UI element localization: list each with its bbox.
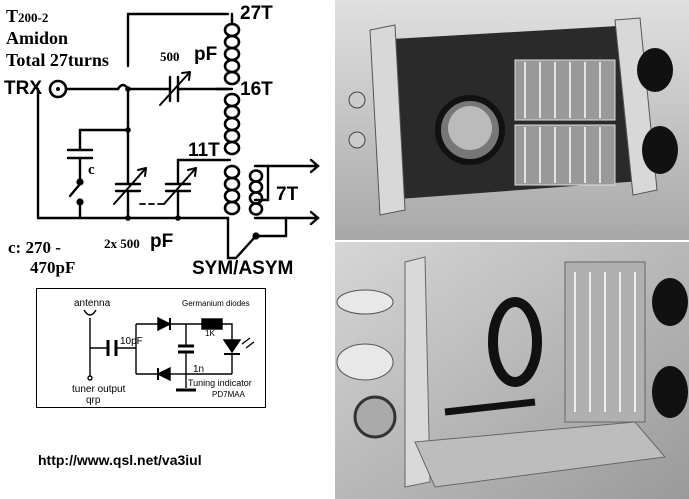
c-value-label-2: 470pF (30, 258, 76, 277)
core-type-label: T200-2 (6, 6, 49, 26)
tap-16t-label: 16T (240, 79, 273, 100)
cap-10pf-label: 10pF (120, 336, 143, 347)
cap-1n-label: 1n (193, 364, 205, 375)
indicator-schematic (83, 309, 255, 392)
tuner-top-view-photo-icon (335, 0, 689, 240)
core-type-subscript: 200-2 (18, 10, 49, 25)
cap-pf-bottom-label: pF (150, 231, 174, 252)
cap-pf-top-label: pF (194, 44, 218, 65)
cap-500-label: 500 (160, 49, 180, 64)
cap-c-label: c (88, 162, 95, 178)
sym-asym-label: SYM/ASYM (192, 258, 294, 279)
tap-27t-label: 27T (240, 3, 273, 24)
resistor-label: 1K (205, 329, 215, 338)
dual-cap-label: 2x 500 (104, 236, 140, 251)
qrp-label: qrp (86, 395, 101, 406)
photo-top-view (335, 0, 689, 240)
photo-side-view (335, 242, 689, 499)
indicator-box (36, 288, 266, 408)
tuner-output-label: tuner output (72, 384, 126, 395)
tuning-indicator-label: Tuning indicator (188, 378, 252, 388)
c-value-label-1: c: 270 - (8, 238, 61, 257)
trx-label: TRX (4, 78, 42, 99)
callsign-label: PD7MAA (212, 390, 245, 399)
tuner-schematic (36, 12, 320, 260)
source-url[interactable]: http://www.qsl.net/va3iul (38, 452, 202, 468)
tuner-side-view-photo-icon (335, 242, 689, 499)
antenna-label: antenna (74, 298, 111, 309)
core-turns-label: Total 27turns (6, 50, 109, 70)
diodes-label: Germanium diodes (182, 299, 250, 308)
tap-7t-label: 7T (276, 184, 299, 205)
core-brand-label: Amidon (6, 28, 69, 48)
tap-11t-label: 11T (188, 140, 220, 161)
